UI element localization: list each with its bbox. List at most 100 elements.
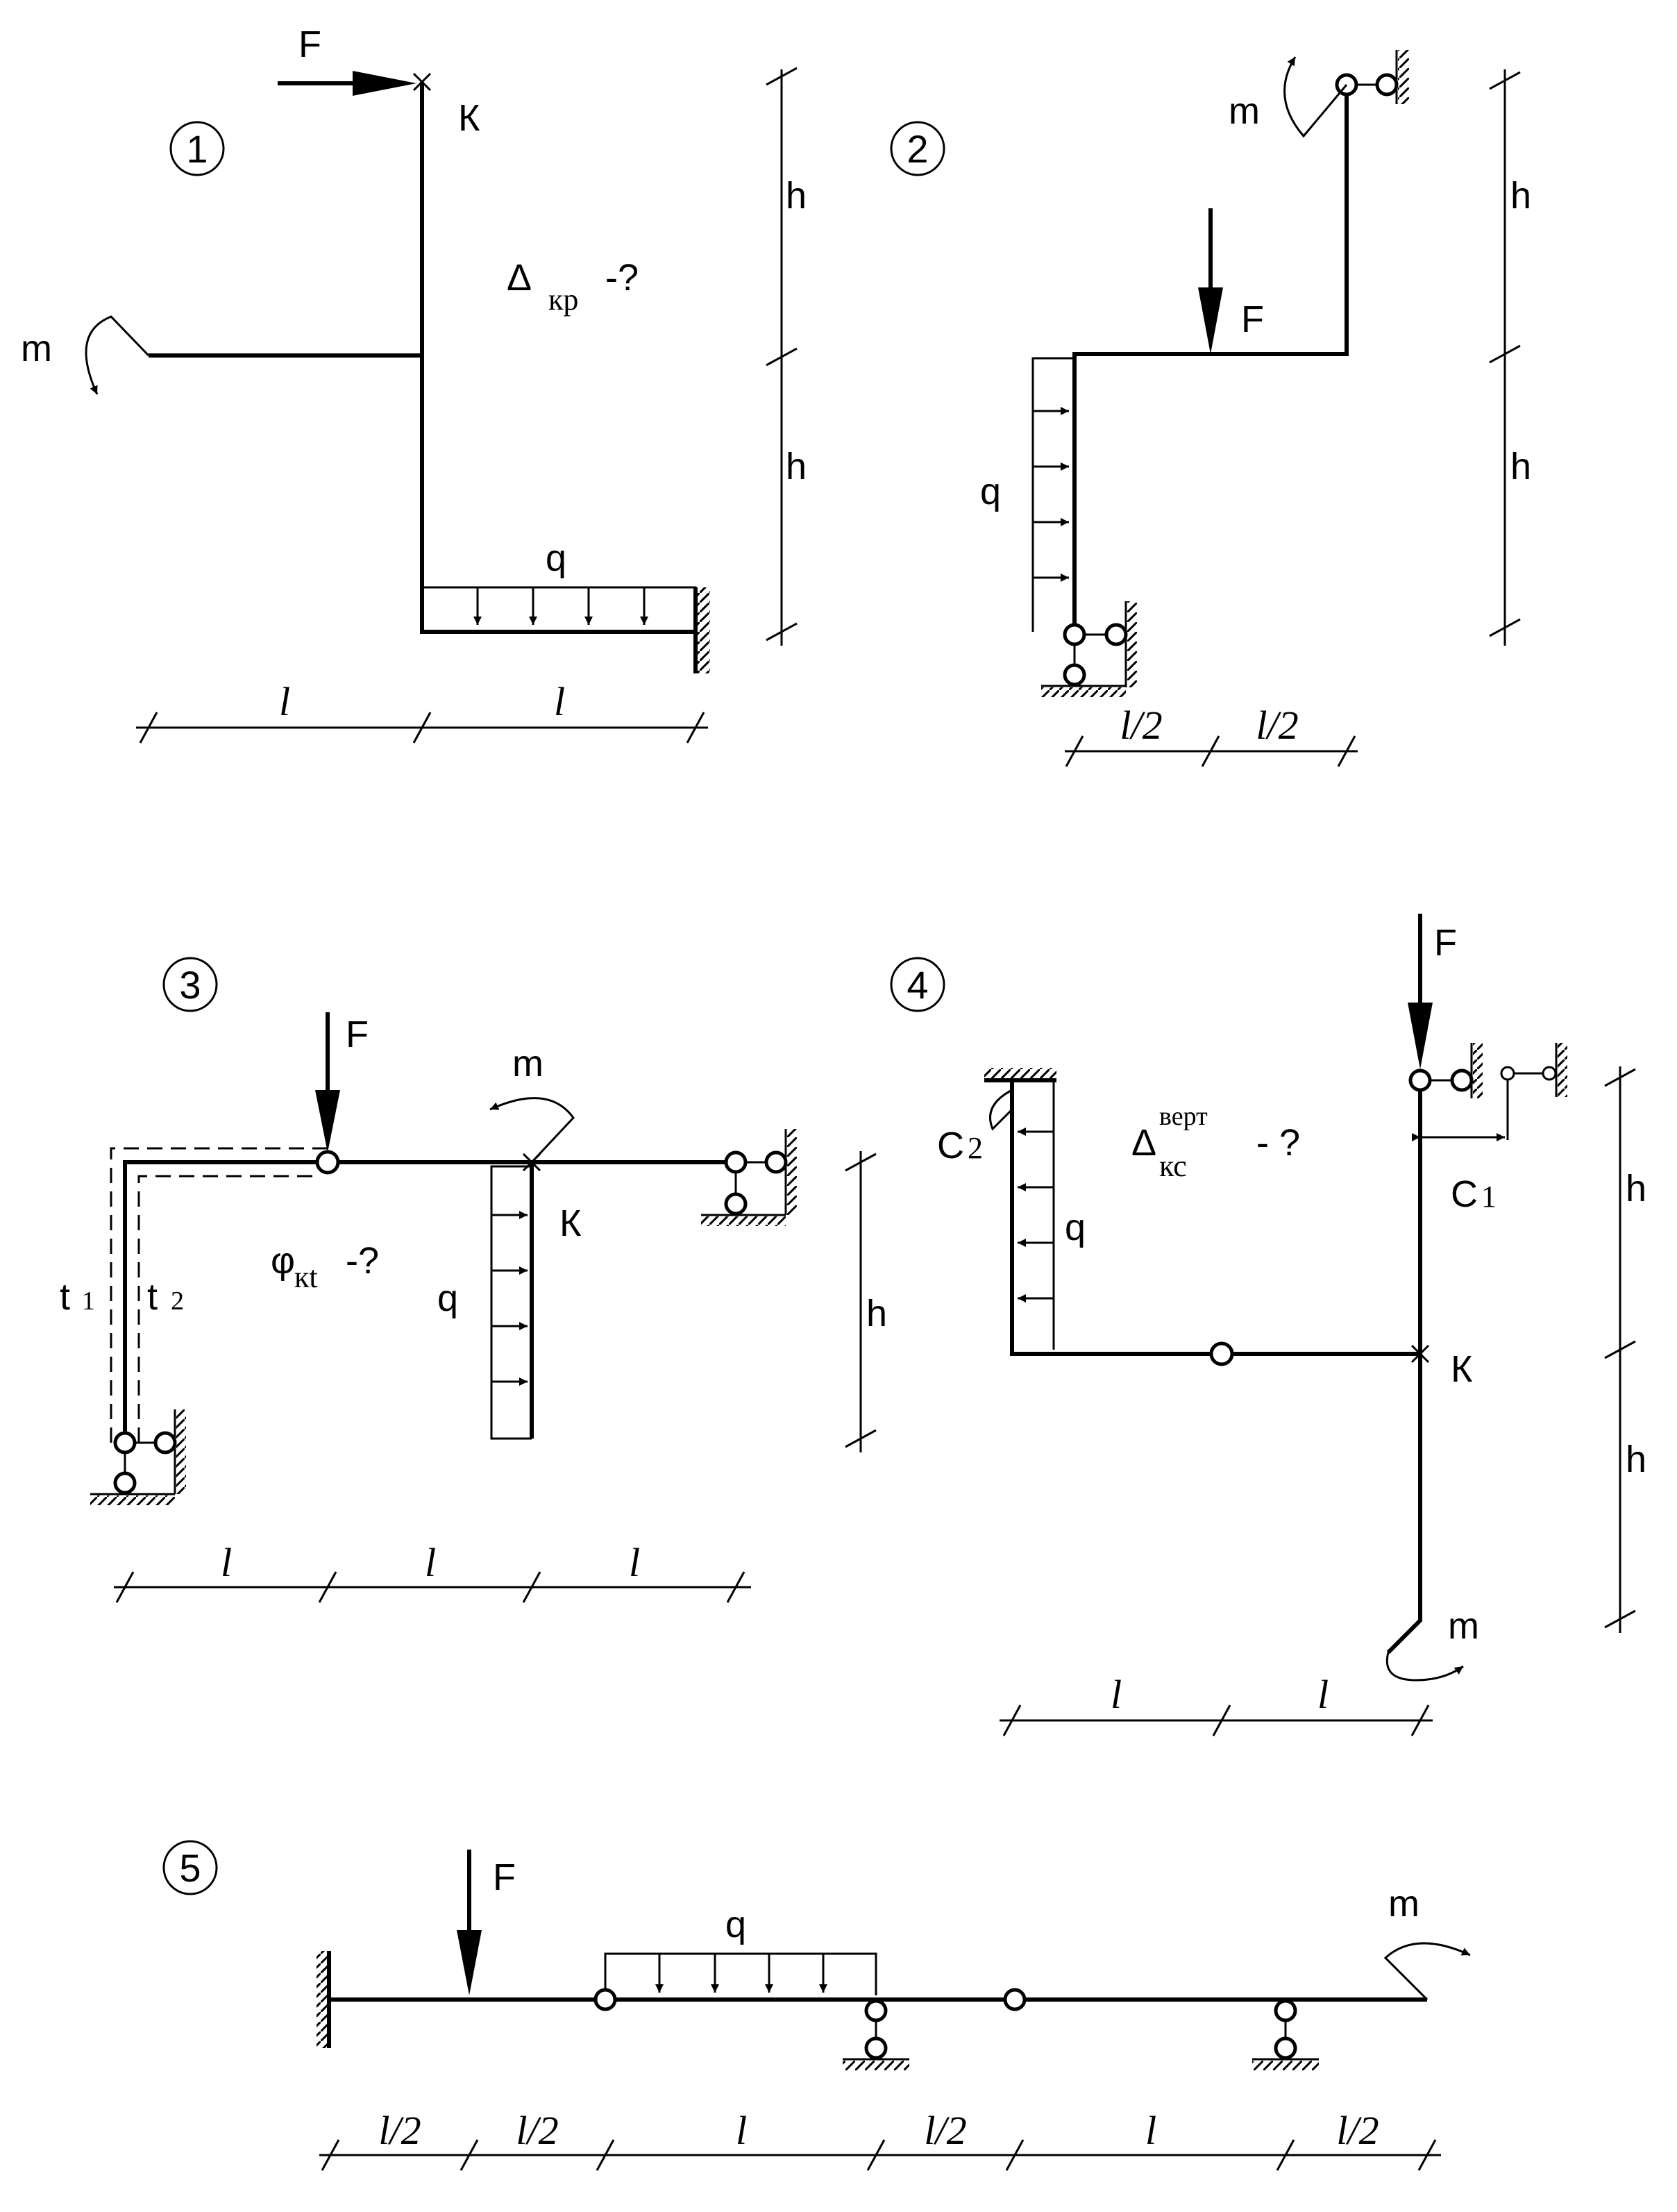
load-label: q bbox=[437, 1277, 458, 1319]
point-k-mark bbox=[412, 72, 432, 92]
dim-label: l bbox=[1145, 2108, 1156, 2153]
scheme-number-circle bbox=[890, 957, 945, 1012]
moment-arrow: m bbox=[21, 315, 150, 395]
temperature-line-outer bbox=[110, 1147, 328, 1443]
dimension-horizontal: l/2 l/2 l l/2 l l/2 bbox=[319, 2108, 1441, 2171]
frame-left-bent bbox=[123, 1160, 328, 1443]
dim-label: l/2 bbox=[516, 2108, 558, 2153]
dim-label: h bbox=[866, 1293, 887, 1334]
temperature-line-inner bbox=[137, 1175, 318, 1443]
scheme-number-circle bbox=[162, 957, 218, 1012]
moment-label: m bbox=[1388, 1883, 1419, 1925]
dim-label: l bbox=[554, 679, 565, 724]
question-symbol: φ bbox=[271, 1240, 295, 1282]
rotation-arrow bbox=[989, 1089, 1013, 1131]
settlement-label: C bbox=[1451, 1173, 1478, 1215]
moment-label: m bbox=[1229, 90, 1260, 132]
distributed-load: q bbox=[604, 1904, 877, 1995]
dim-label: l bbox=[1111, 1672, 1122, 1717]
distributed-load: q bbox=[980, 357, 1075, 632]
dim-label: l bbox=[279, 679, 290, 724]
pinned-support-top-right: C 1 bbox=[1408, 1043, 1567, 1215]
scheme-number-circle bbox=[169, 121, 225, 176]
force-label: F bbox=[1241, 299, 1264, 340]
temp-index: 2 bbox=[171, 1287, 184, 1316]
force-label: F bbox=[346, 1014, 369, 1055]
scheme-number: 3 bbox=[179, 963, 201, 1007]
scheme-number: 5 bbox=[179, 1846, 201, 1890]
scheme-number-circle bbox=[162, 1840, 218, 1895]
dim-label: l bbox=[1317, 1672, 1329, 1717]
temp-label: t bbox=[147, 1276, 158, 1318]
frame-bent bbox=[1072, 85, 1349, 632]
question-symbol: Δ bbox=[1131, 1122, 1156, 1164]
scheme-number: 2 bbox=[907, 127, 928, 171]
dim-label: h bbox=[1510, 446, 1531, 487]
dimension-horizontal: l/2 l/2 bbox=[1065, 703, 1358, 767]
scheme-5: 5 F q bbox=[162, 1840, 1471, 2171]
dim-label: h bbox=[1626, 1439, 1646, 1480]
distributed-load: q bbox=[1012, 1079, 1086, 1350]
load-label: q bbox=[1065, 1207, 1086, 1248]
force-label: F bbox=[493, 1857, 516, 1898]
frame-column bbox=[420, 82, 696, 634]
dimension-horizontal: l l bbox=[1000, 1672, 1433, 1736]
dimension-horizontal: l l l bbox=[114, 1540, 751, 1603]
question-index: кt bbox=[294, 1260, 318, 1294]
dim-label: l/2 bbox=[924, 2108, 966, 2153]
frame-column bbox=[1386, 1080, 1422, 1654]
dim-label: h bbox=[1510, 175, 1531, 217]
moment-label: m bbox=[1448, 1605, 1479, 1647]
question-suffix: -? bbox=[346, 1240, 379, 1282]
force-arrow: F bbox=[457, 1850, 516, 1995]
dim-label: l bbox=[425, 1540, 436, 1585]
dimension-vertical: h h bbox=[1604, 1066, 1646, 1633]
roller-support bbox=[843, 1999, 909, 2070]
fixed-support-left bbox=[317, 1951, 331, 2048]
scheme-number: 4 bbox=[907, 963, 928, 1007]
pinned-support-right bbox=[701, 1129, 797, 1226]
roller-support bbox=[1252, 1999, 1319, 2070]
question-index: кр bbox=[548, 283, 578, 317]
temp-index: 1 bbox=[82, 1287, 95, 1316]
dimension-horizontal: l l bbox=[136, 679, 708, 744]
settlement-index: 2 bbox=[968, 1131, 983, 1165]
load-label: q bbox=[546, 537, 566, 579]
question-superscript: верт bbox=[1159, 1102, 1208, 1131]
load-label: q bbox=[980, 471, 1001, 512]
dim-label: l/2 bbox=[1120, 703, 1162, 748]
point-label: К bbox=[1451, 1348, 1473, 1390]
scheme-3: 3 К t 1 t 2 F m bbox=[60, 957, 887, 1603]
moment-arrow: m bbox=[1229, 56, 1348, 138]
scheme-1: 1 К F m q Δ bbox=[21, 24, 807, 744]
frame-beam bbox=[1010, 1080, 1420, 1356]
hinge bbox=[1209, 1341, 1234, 1366]
fixed-support bbox=[693, 587, 710, 673]
moment-arrow: m bbox=[489, 1043, 575, 1164]
distributed-load: q bbox=[422, 537, 697, 632]
dim-label: l bbox=[736, 2108, 747, 2153]
pinned-support-left bbox=[90, 1409, 186, 1505]
moment-arrow: m bbox=[1383, 1883, 1471, 2001]
point-label: К bbox=[458, 97, 480, 139]
dim-label: l/2 bbox=[1256, 703, 1298, 748]
dimension-vertical: h h bbox=[1489, 69, 1531, 646]
dimension-vertical: h bbox=[845, 1151, 887, 1452]
force-label: F bbox=[1434, 922, 1457, 964]
dim-label: h bbox=[786, 446, 807, 487]
question-symbol: Δ bbox=[507, 257, 532, 299]
pinned-support-top bbox=[1335, 50, 1409, 104]
point-k-mark bbox=[1410, 1344, 1430, 1364]
question-index: кс bbox=[1159, 1149, 1187, 1183]
settlement-label: C bbox=[937, 1125, 964, 1166]
settlement-index: 1 bbox=[1481, 1180, 1497, 1214]
dim-label: l bbox=[629, 1540, 640, 1585]
hinge bbox=[593, 1988, 617, 2011]
dim-label: h bbox=[786, 175, 807, 217]
load-label: q bbox=[725, 1904, 746, 1945]
pinned-support-bottom bbox=[1041, 601, 1137, 697]
distributed-load: q bbox=[437, 1165, 532, 1440]
moment-arrow: m bbox=[1386, 1605, 1479, 1682]
force-arrow: F bbox=[1198, 208, 1264, 354]
